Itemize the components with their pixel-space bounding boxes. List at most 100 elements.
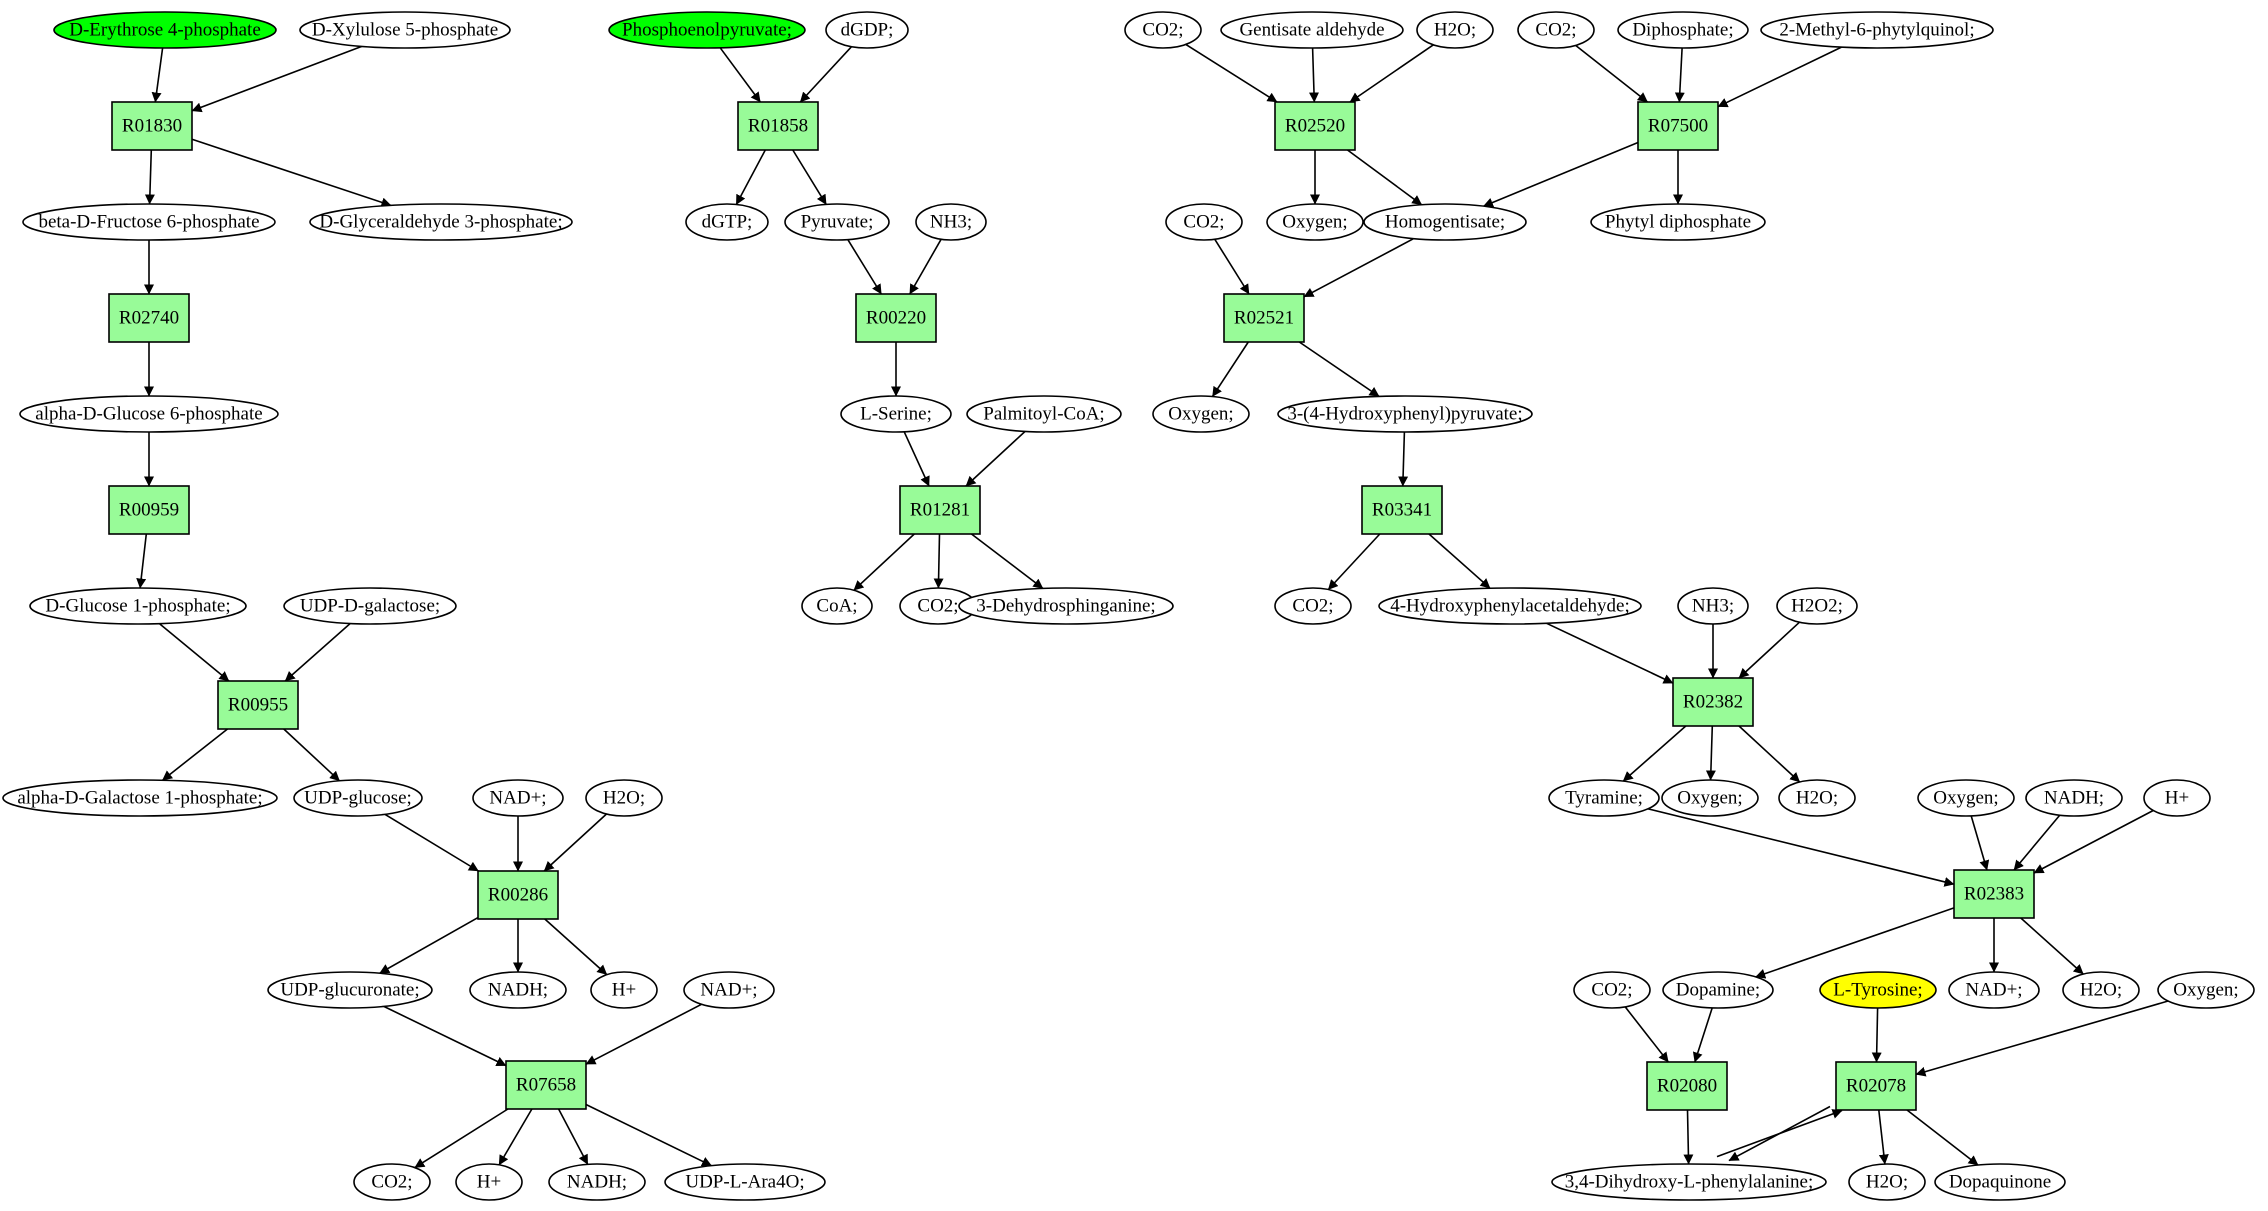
- compound-node-f6p[interactable]: beta-D-Fructose 6-phosphate: [22, 203, 276, 241]
- compound-node-nadh1[interactable]: NADH;: [469, 971, 567, 1009]
- compound-node-nad1[interactable]: NAD+;: [472, 779, 564, 817]
- compound-node-e4p[interactable]: D-Erythrose 4-phosphate: [53, 11, 277, 49]
- compound-node-hplus1[interactable]: H+: [590, 971, 658, 1009]
- compound-node-co2f[interactable]: CO2;: [1274, 587, 1352, 625]
- node-label: alpha-D-Galactose 1-phosphate;: [17, 788, 262, 809]
- compound-node-g1p[interactable]: D-Glucose 1-phosphate;: [29, 587, 247, 625]
- compound-node-h2o2[interactable]: H2O;: [1416, 11, 1494, 49]
- node-label: NH3;: [1692, 596, 1734, 617]
- compound-node-pep[interactable]: Phosphoenolpyruvate;: [608, 11, 806, 49]
- compound-node-dq[interactable]: Dopaquinone: [1934, 1163, 2066, 1201]
- compound-node-homo[interactable]: Homogentisate;: [1363, 203, 1527, 241]
- reaction-node-r00955[interactable]: R00955: [217, 680, 299, 730]
- compound-node-h2o4[interactable]: H2O;: [2062, 971, 2140, 1009]
- node-label: Phytyl diphosphate: [1605, 212, 1751, 233]
- compound-node-hpa[interactable]: 4-Hydroxyphenylacetaldehyde;: [1378, 587, 1642, 625]
- compound-node-gent[interactable]: Gentisate aldehyde: [1220, 11, 1404, 49]
- compound-node-nadh3[interactable]: NADH;: [2025, 779, 2123, 817]
- compound-node-h2o5[interactable]: H2O;: [1848, 1163, 1926, 1201]
- compound-node-dhs[interactable]: 3-Dehydrosphinganine;: [958, 587, 1174, 625]
- edge-co2c-to-R02520: [1185, 43, 1278, 103]
- reaction-node-r01281[interactable]: R01281: [899, 485, 981, 535]
- compound-node-hplus3[interactable]: H+: [2143, 779, 2211, 817]
- compound-node-oxy4[interactable]: Oxygen;: [1917, 779, 2015, 817]
- reaction-node-r02520[interactable]: R02520: [1274, 101, 1356, 151]
- compound-node-co2b[interactable]: CO2;: [899, 587, 977, 625]
- reaction-node-r01858[interactable]: R01858: [737, 101, 819, 151]
- compound-node-nad3[interactable]: NAD+;: [1948, 971, 2040, 1009]
- compound-node-co2e[interactable]: CO2;: [1165, 203, 1243, 241]
- reaction-node-r07658[interactable]: R07658: [505, 1060, 587, 1110]
- compound-node-co2a[interactable]: CO2;: [353, 1163, 431, 1201]
- compound-node-coa[interactable]: CoA;: [801, 587, 873, 625]
- compound-ellipse: [1363, 203, 1527, 241]
- edge-g1p-to-R00955: [158, 622, 230, 682]
- reaction-node-r02383[interactable]: R02383: [1953, 869, 2035, 919]
- node-label: Phosphoenolpyruvate;: [622, 20, 792, 41]
- reaction-node-r01830[interactable]: R01830: [111, 101, 193, 151]
- reaction-node-r00286[interactable]: R00286: [477, 870, 559, 920]
- compound-node-udpara[interactable]: UDP-L-Ara4O;: [664, 1163, 826, 1201]
- compound-node-diph[interactable]: Diphosphate;: [1617, 11, 1749, 49]
- compound-node-ser[interactable]: L-Serine;: [840, 395, 952, 433]
- reaction-node-r02521[interactable]: R02521: [1223, 293, 1305, 343]
- node-label: Tyramine;: [1565, 788, 1643, 809]
- edge-co2d-to-R07500: [1575, 44, 1648, 103]
- compound-node-oxy2[interactable]: Oxygen;: [1152, 395, 1250, 433]
- edge-R01281-to-dhs: [971, 533, 1044, 590]
- compound-node-dopa[interactable]: Dopamine;: [1662, 971, 1774, 1009]
- edge-R01830-to-g3p: [191, 138, 392, 208]
- compound-node-tyr[interactable]: L-Tyrosine;: [1819, 971, 1937, 1009]
- compound-node-phyt[interactable]: Phytyl diphosphate: [1590, 203, 1766, 241]
- reaction-node-r00220[interactable]: R00220: [855, 293, 937, 343]
- compound-node-co2d[interactable]: CO2;: [1517, 11, 1595, 49]
- compound-ellipse: [1277, 395, 1533, 433]
- node-label: R00286: [488, 885, 548, 906]
- compound-node-oxy5[interactable]: Oxygen;: [2157, 971, 2255, 1009]
- compound-node-co2g[interactable]: CO2;: [1573, 971, 1651, 1009]
- node-label: CO2;: [1535, 20, 1576, 41]
- edge-e4p-to-R01830: [151, 47, 164, 103]
- compound-node-mpq[interactable]: 2-Methyl-6-phytylquinol;: [1760, 11, 1994, 49]
- compound-node-h2o1[interactable]: H2O;: [585, 779, 663, 817]
- compound-node-co2c[interactable]: CO2;: [1124, 11, 1202, 49]
- reaction-node-r02078[interactable]: R02078: [1835, 1061, 1917, 1111]
- compound-ellipse: [1165, 203, 1243, 241]
- compound-node-hpp[interactable]: 3-(4-Hydroxyphenyl)pyruvate;: [1277, 395, 1533, 433]
- compound-node-nh3a[interactable]: NH3;: [915, 203, 987, 241]
- reaction-node-r02080[interactable]: R02080: [1646, 1061, 1728, 1111]
- compound-node-g6p[interactable]: alpha-D-Glucose 6-phosphate: [19, 395, 279, 433]
- compound-node-nad2[interactable]: NAD+;: [683, 971, 775, 1009]
- edge-R02520-to-homo: [1347, 149, 1423, 206]
- compound-node-tyram[interactable]: Tyramine;: [1548, 779, 1660, 817]
- reaction-box: [1274, 101, 1356, 151]
- reaction-node-r00959[interactable]: R00959: [108, 485, 190, 535]
- compound-ellipse: [1934, 1163, 2066, 1201]
- compound-ellipse: [801, 587, 873, 625]
- compound-node-palm[interactable]: Palmitoyl-CoA;: [966, 395, 1122, 433]
- compound-node-pyr[interactable]: Pyruvate;: [784, 203, 890, 241]
- compound-node-dgdp[interactable]: dGDP;: [825, 11, 909, 49]
- reaction-node-r02740[interactable]: R02740: [108, 293, 190, 343]
- compound-node-h2o2b[interactable]: H2O2;: [1776, 587, 1858, 625]
- compound-node-dgtp[interactable]: dGTP;: [685, 203, 769, 241]
- compound-node-udpgal[interactable]: UDP-D-galactose;: [283, 587, 457, 625]
- reaction-node-r07500[interactable]: R07500: [1637, 101, 1719, 151]
- reaction-node-r02382[interactable]: R02382: [1672, 677, 1754, 727]
- compound-ellipse: [455, 1163, 523, 1201]
- compound-node-udpglca[interactable]: UDP-glucuronate;: [267, 971, 433, 1009]
- compound-node-oxy3[interactable]: Oxygen;: [1661, 779, 1759, 817]
- compound-node-oxy1[interactable]: Oxygen;: [1266, 203, 1364, 241]
- compound-node-hplus2[interactable]: H+: [455, 1163, 523, 1201]
- compound-node-udpglc[interactable]: UDP-glucose;: [293, 779, 423, 817]
- compound-node-xu5p[interactable]: D-Xylulose 5-phosphate: [299, 11, 511, 49]
- compound-node-nh3b[interactable]: NH3;: [1677, 587, 1749, 625]
- compound-node-g3p[interactable]: D-Glyceraldehyde 3-phosphate;: [309, 203, 573, 241]
- compound-node-h2o3[interactable]: H2O;: [1778, 779, 1856, 817]
- edge-R03341-to-co2f: [1327, 533, 1381, 591]
- compound-node-gal1p[interactable]: alpha-D-Galactose 1-phosphate;: [2, 779, 278, 817]
- compound-node-ldopa[interactable]: 3,4-Dihydroxy-L-phenylalanine;: [1551, 1163, 1827, 1201]
- compound-node-nadh2[interactable]: NADH;: [548, 1163, 646, 1201]
- reaction-node-r03341[interactable]: R03341: [1361, 485, 1443, 535]
- compound-ellipse: [1848, 1163, 1926, 1201]
